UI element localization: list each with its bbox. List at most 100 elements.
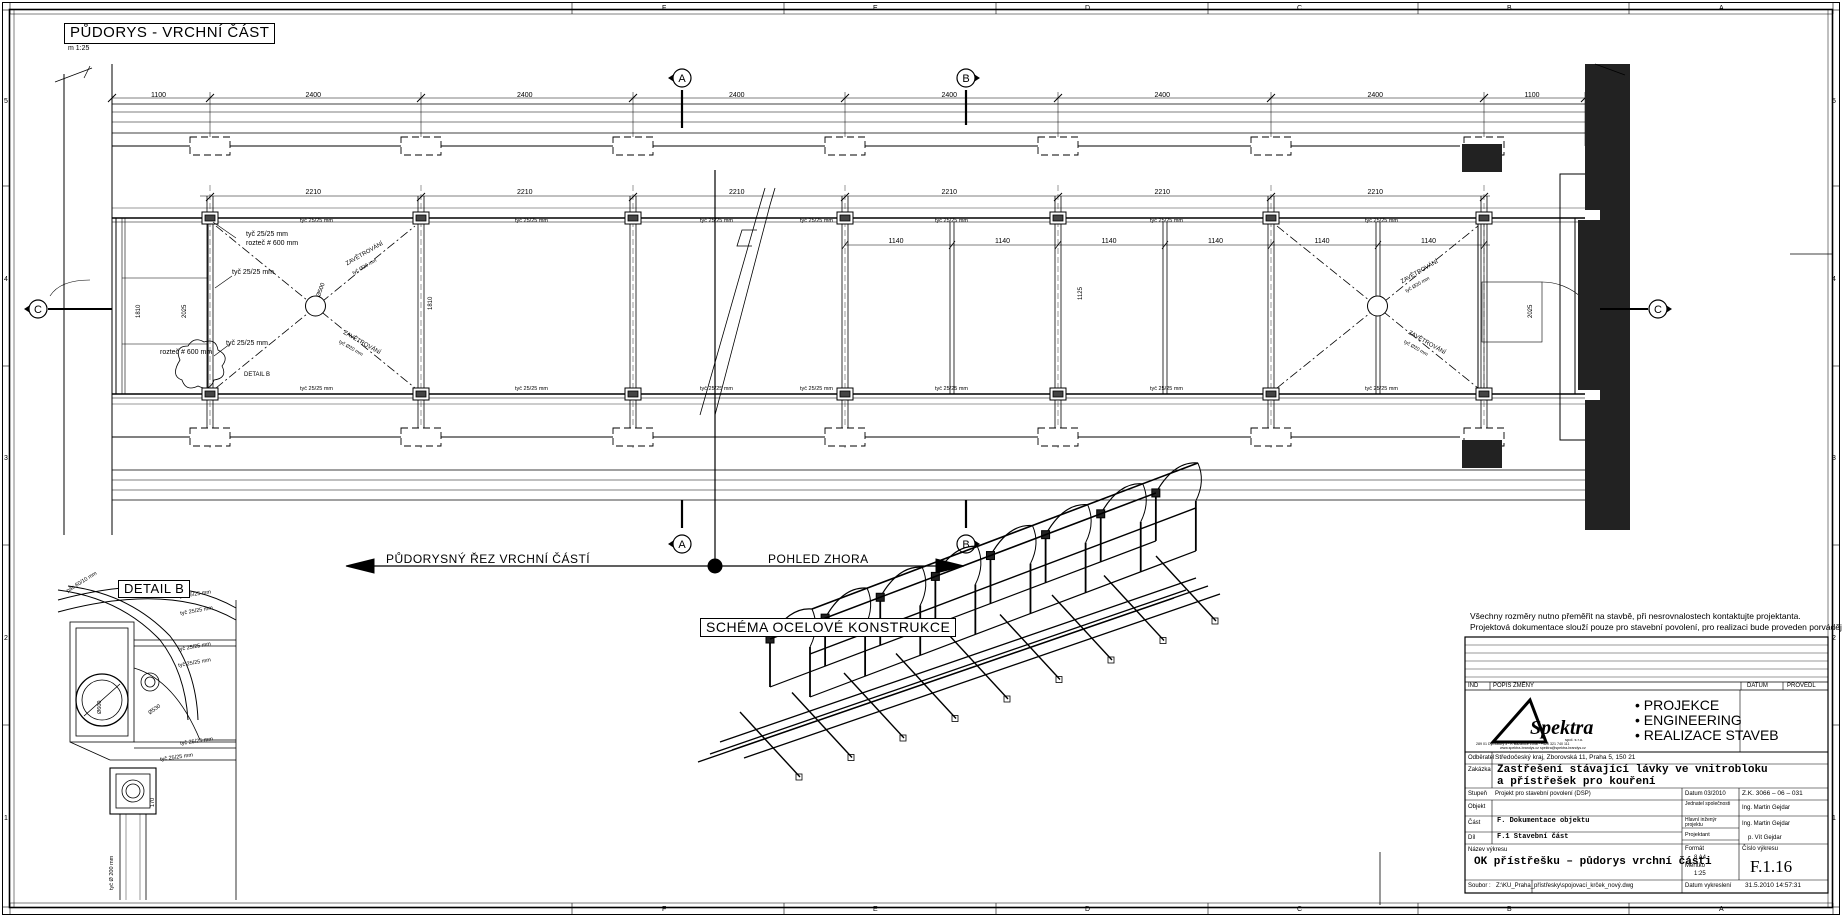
job-label: Zakázka: [1468, 767, 1491, 773]
section-marker-b: B: [956, 68, 980, 88]
spektra-logo: [1489, 697, 1549, 744]
bar-label-bottom: tyč 25/25 mm: [515, 386, 549, 392]
plan-title: PŮDORYS - VRCHNÍ ČÁST: [64, 23, 276, 44]
top-dimension: 2400: [305, 92, 322, 99]
company-bullet-3-text: REALIZACE STAVEB: [1643, 727, 1779, 743]
section-marker-a: A: [668, 68, 692, 88]
detail-b-label: tyč Ø 200 mm: [109, 855, 115, 890]
object-label: Objekt: [1468, 804, 1486, 810]
zone-label-left: 3: [4, 455, 8, 462]
part-value: F. Dokumentace objektu: [1497, 817, 1590, 825]
vertical-dimension: 1125: [1078, 287, 1084, 300]
zone-label-bottom: A: [1719, 906, 1724, 913]
resp-label: Jednatel společnosti: [1685, 801, 1731, 807]
rev-provedl-header: PROVEDL: [1787, 683, 1816, 689]
job-line-1: Zastřešení stávající lávky ve vnitroblok…: [1497, 764, 1768, 776]
svg-text:A: A: [678, 539, 686, 551]
zone-label-right: 1: [1832, 815, 1836, 822]
client-value: Středočeský kraj, Zborovská 11, Praha 5,…: [1495, 754, 1636, 761]
scale-label: Měřítko: [1685, 863, 1706, 869]
plan-view: [54, 64, 1601, 535]
drawing-number: F.1.16: [1750, 857, 1793, 876]
plan-structure: [107, 92, 1590, 448]
steel-structure-isometric: [697, 462, 1221, 781]
bar-label-bottom: tyč 25/25 mm: [935, 386, 969, 392]
file-label: Soubor :: [1468, 883, 1491, 889]
zone-label-left: 4: [4, 276, 8, 283]
scale-value: 1:25: [1694, 871, 1706, 877]
company-logo-sub: spol. s r.o.: [1565, 737, 1584, 742]
stage-value: Projekt pro stavební povolení (DSP): [1495, 791, 1591, 797]
designer-label: Projektant: [1685, 832, 1710, 838]
svg-text:A: A: [678, 73, 686, 85]
inner-dimension: 2210: [305, 189, 322, 196]
wall-section: [1462, 63, 1630, 530]
section-arrow-left-label: PŮDORYSNÝ ŘEZ VRCHNÍ ČÁSTÍ: [386, 552, 591, 566]
format-value: 8 A4: [1694, 855, 1707, 861]
inner-dimension: 2210: [729, 189, 745, 196]
zone-label-right: 5: [1832, 98, 1836, 105]
inner-dimension: 2210: [1367, 189, 1384, 196]
plan-scale-note: m 1:25: [68, 45, 90, 52]
callout-bar: tyč 25/25 mm: [226, 340, 269, 347]
sub-dimension: 1140: [1314, 238, 1330, 245]
bar-label-top: tyč 25/25 mm: [935, 218, 969, 224]
zone-label-top: B: [1507, 5, 1512, 12]
zone-label-bottom: C: [1297, 906, 1303, 913]
zone-label-bottom: D: [1085, 906, 1091, 913]
drawing-name: OK přístřešku – půdorys vrchní části: [1474, 856, 1712, 868]
zone-label-top: C: [1297, 5, 1303, 12]
svg-text:C: C: [34, 304, 42, 316]
zone-label-bottom: F: [662, 906, 667, 913]
zone-label-right: 3: [1832, 455, 1836, 462]
sub-dimension: 1140: [1208, 238, 1224, 245]
client-label: Odběratel: [1468, 755, 1495, 761]
bar-label-bottom: tyč 25/25 mm: [800, 386, 834, 392]
bar-label-top: tyč 25/25 mm: [300, 218, 334, 224]
company-bullet-1: • PROJEKCE: [1635, 697, 1720, 713]
section-marker-c: C: [24, 299, 48, 319]
section-marker-a: A: [668, 534, 692, 554]
bar-label-bottom: tyč 25/25 mm: [300, 386, 334, 392]
zone-label-top: F: [662, 5, 667, 12]
sub-dimension: 1140: [1421, 238, 1437, 245]
note-line-1: Všechny rozměry nutno přeměřit na stavbě…: [1470, 611, 1801, 621]
vertical-dimension: 2025: [1528, 304, 1534, 318]
job-line-2: a přístřešek pro kouření: [1497, 776, 1656, 788]
vertical-dimension: 1810: [428, 296, 434, 310]
date-value: 03/2010: [1704, 791, 1726, 797]
inner-dimension: 2210: [1154, 189, 1171, 196]
name-label: Název výkresu: [1468, 847, 1508, 853]
title-block-grid: [1379, 636, 1829, 905]
detail-b-label: Ø600: [97, 700, 103, 714]
company-bullet-1-text: PROJEKCE: [1643, 697, 1720, 713]
zone-label-bottom: B: [1507, 906, 1512, 913]
bar-label-top: tyč 25/25 mm: [515, 218, 549, 224]
company-bullet-2-text: ENGINEERING: [1643, 712, 1742, 728]
inner-dimension: 2210: [517, 189, 533, 196]
zone-label-left: 1: [4, 815, 8, 822]
rev-datum-header: DATUM: [1747, 683, 1768, 689]
section-marker-c: C: [1648, 299, 1672, 319]
top-dimension: 1100: [151, 92, 167, 99]
note-line-2: Projektová dokumentace slouží pouze pro …: [1470, 622, 1842, 632]
top-dimension: 1100: [1524, 92, 1540, 99]
top-dimension: 2400: [729, 92, 745, 99]
svg-text:B: B: [962, 73, 969, 85]
bar-label-bottom: tyč 25/25 mm: [700, 386, 734, 392]
callout-bar: tyč 25/25 mm: [246, 231, 289, 238]
rev-ind-header: IND: [1468, 683, 1479, 689]
sub-value: F.1 Stavební část: [1497, 833, 1569, 841]
section-line: [345, 90, 968, 574]
bar-label-top: tyč 25/25 mm: [800, 218, 834, 224]
zone-label-top: E: [873, 5, 878, 12]
bar-label-top: tyč 25/25 mm: [1365, 218, 1399, 224]
detail-b-label: 170: [150, 797, 156, 807]
company-logo-text: Spektra: [1530, 717, 1594, 739]
callout-bar: tyč 25/25 mm: [232, 269, 275, 276]
sub-label: Díl: [1468, 835, 1476, 841]
stage-label: Stupeň: [1468, 791, 1488, 797]
